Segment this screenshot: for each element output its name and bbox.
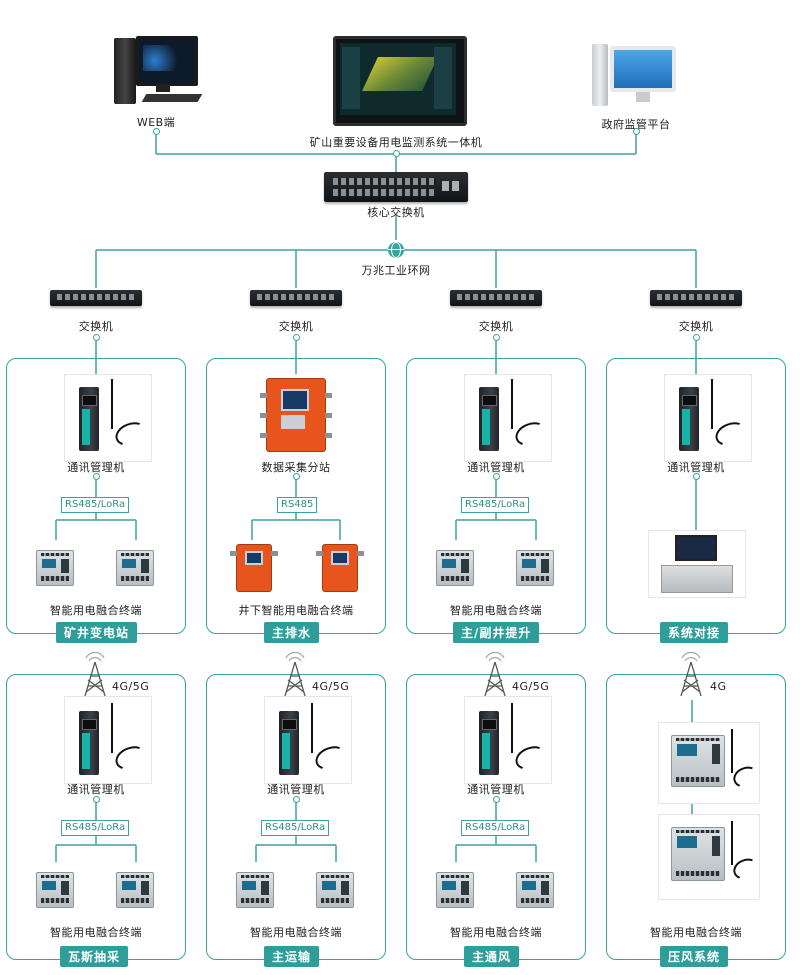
switch-dot-3 bbox=[493, 334, 500, 341]
net-label-1: 4G/5G bbox=[112, 680, 150, 693]
terminal-label-7: 智能用电融合终端 bbox=[450, 926, 542, 939]
switch-device-4 bbox=[650, 290, 742, 306]
data-collection-station-image bbox=[260, 378, 332, 452]
terminal-meter-3a bbox=[424, 540, 486, 596]
device-label-3: 通讯管理机 bbox=[467, 461, 525, 474]
protocol-label-3: RS485/LoRa bbox=[461, 497, 530, 513]
tag-mine-substation: 矿井变电站 bbox=[56, 622, 138, 643]
terminal-meter-6b bbox=[304, 862, 366, 918]
monitoring-system-screen bbox=[333, 36, 467, 126]
device-dot-1 bbox=[93, 473, 100, 480]
ring-network-label: 万兆工业环网 bbox=[361, 264, 431, 277]
tag-shaft-hoist: 主/副井提升 bbox=[453, 622, 540, 643]
comm-manager-image-6 bbox=[264, 696, 352, 784]
tag-system-integration: 系统对接 bbox=[660, 622, 729, 643]
device-label-4: 通讯管理机 bbox=[667, 461, 725, 474]
comm-manager-image-4 bbox=[664, 374, 752, 462]
web-label: WEB端 bbox=[136, 116, 176, 129]
device-label-6: 通讯管理机 bbox=[267, 783, 325, 796]
terminal-meter-5b bbox=[104, 862, 166, 918]
terminal-label-8: 智能用电融合终端 bbox=[650, 926, 742, 939]
tag-gas-extraction: 瓦斯抽采 bbox=[60, 946, 129, 967]
protocol-label-7: RS485/LoRa bbox=[461, 820, 530, 836]
net-label-3: 4G/5G bbox=[512, 680, 550, 693]
cell-tower-icon-2 bbox=[280, 651, 310, 698]
terminal-label-5: 智能用电融合终端 bbox=[50, 926, 142, 939]
core-switch-label: 核心交换机 bbox=[367, 206, 425, 219]
terminal-label-3: 智能用电融合终端 bbox=[450, 604, 542, 617]
protocol-label-2: RS485 bbox=[277, 497, 318, 513]
device-dot-6 bbox=[293, 796, 300, 803]
terminal-label-1: 智能用电融合终端 bbox=[50, 604, 142, 617]
switch-label-4: 交换机 bbox=[678, 320, 714, 333]
terminal-meter-1b bbox=[104, 540, 166, 596]
tag-main-transport: 主运输 bbox=[264, 946, 320, 967]
terminal-meter-7b bbox=[504, 862, 566, 918]
terminal-meter-1a bbox=[24, 540, 86, 596]
cell-tower-icon-3 bbox=[480, 651, 510, 698]
device-label-7: 通讯管理机 bbox=[467, 783, 525, 796]
switch-device-3 bbox=[450, 290, 542, 306]
cell-tower-icon-1 bbox=[80, 651, 110, 698]
switch-label-3: 交换机 bbox=[478, 320, 514, 333]
switch-dot-2 bbox=[293, 334, 300, 341]
monitoring-system-label: 矿山重要设备用电监测系统一体机 bbox=[309, 136, 483, 149]
comm-manager-image-5 bbox=[64, 696, 152, 784]
protocol-label-6: RS485/LoRa bbox=[261, 820, 330, 836]
center-connector-dot bbox=[393, 150, 400, 157]
gov-pc-image bbox=[584, 40, 684, 112]
net-label-4: 4G bbox=[710, 680, 727, 693]
comm-manager-image-3 bbox=[464, 374, 552, 462]
terminal-label-6: 智能用电融合终端 bbox=[250, 926, 342, 939]
device-dot-4 bbox=[693, 473, 700, 480]
underground-terminal-b bbox=[316, 544, 364, 592]
switch-dot-4 bbox=[693, 334, 700, 341]
switch-label-1: 交换机 bbox=[78, 320, 114, 333]
comm-manager-image-7 bbox=[464, 696, 552, 784]
protocol-label-5: RS485/LoRa bbox=[61, 820, 130, 836]
device-dot-2 bbox=[293, 473, 300, 480]
web-connector-dot bbox=[153, 128, 160, 135]
terminal-meter-6a bbox=[224, 862, 286, 918]
terminal-meter-7a bbox=[424, 862, 486, 918]
device-label-1: 通讯管理机 bbox=[67, 461, 125, 474]
switch-dot-1 bbox=[93, 334, 100, 341]
net-label-2: 4G/5G bbox=[312, 680, 350, 693]
protocol-label-1: RS485/LoRa bbox=[61, 497, 130, 513]
device-label-5: 通讯管理机 bbox=[67, 783, 125, 796]
industrial-pc-image bbox=[648, 530, 746, 598]
terminal-4g-meter-b bbox=[658, 814, 762, 900]
device-dot-3 bbox=[493, 473, 500, 480]
underground-terminal-a bbox=[230, 544, 278, 592]
comm-manager-image-1 bbox=[64, 374, 152, 462]
terminal-meter-3b bbox=[504, 540, 566, 596]
gov-connector-dot bbox=[633, 128, 640, 135]
tag-main-drainage: 主排水 bbox=[264, 622, 320, 643]
device-label-2: 数据采集分站 bbox=[261, 461, 331, 474]
globe-icon bbox=[388, 242, 404, 258]
core-switch-device bbox=[324, 172, 468, 202]
gov-platform-label: 政府监管平台 bbox=[601, 118, 671, 131]
switch-device-2 bbox=[250, 290, 342, 306]
switch-device-1 bbox=[50, 290, 142, 306]
terminal-4g-meter-a bbox=[658, 722, 762, 804]
device-dot-7 bbox=[493, 796, 500, 803]
tag-air-compressor: 压风系统 bbox=[660, 946, 729, 967]
terminal-label-2: 井下智能用电融合终端 bbox=[238, 604, 354, 617]
cell-tower-icon-4 bbox=[676, 651, 706, 698]
terminal-meter-5a bbox=[24, 862, 86, 918]
device-dot-5 bbox=[93, 796, 100, 803]
tag-main-ventilation: 主通风 bbox=[464, 946, 520, 967]
web-pc-image bbox=[108, 34, 204, 110]
switch-label-2: 交换机 bbox=[278, 320, 314, 333]
